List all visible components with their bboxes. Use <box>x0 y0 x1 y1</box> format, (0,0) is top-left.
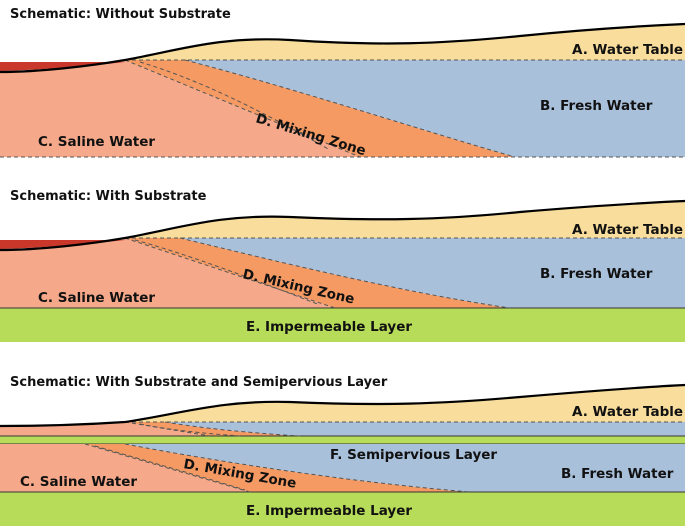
label-fresh-water: B. Fresh Water <box>540 98 653 114</box>
lower-mixing-region <box>85 444 470 492</box>
saline-water-region <box>0 60 360 157</box>
panel-title: Schematic: Without Substrate <box>10 7 231 22</box>
label-saline-water: C. Saline Water <box>38 134 155 150</box>
label-water-table: A. Water Table <box>572 222 683 238</box>
mixing-zone-region <box>125 60 515 157</box>
upper-mixing-region <box>125 422 300 436</box>
label-water-table: A. Water Table <box>572 404 683 420</box>
mixing-inner-boundary <box>139 61 331 151</box>
fresh-water-region <box>185 60 685 157</box>
mixing-upper-boundary <box>124 237 336 309</box>
impermeable-layer <box>0 308 685 342</box>
lower-mixing-boundary-1 <box>84 443 251 493</box>
label-fresh-water: B. Fresh Water <box>540 266 653 282</box>
panel-without-substrate: Schematic: Without Substrate A. Water Ta… <box>0 7 685 159</box>
upper-mixing-boundary-3 <box>139 423 241 437</box>
fresh-water-region <box>180 238 685 308</box>
label-impermeable-layer: E. Impermeable Layer <box>246 503 412 519</box>
panel-with-substrate: Schematic: With Substrate A. Water Table… <box>0 189 685 342</box>
semipervious-layer <box>0 436 685 444</box>
upper-mixing-boundary-2 <box>164 421 301 437</box>
mixing-upper-boundary <box>124 59 361 158</box>
ground-surface <box>0 22 685 74</box>
ground-surface <box>0 199 685 252</box>
label-fresh-water: B. Fresh Water <box>561 466 674 482</box>
lower-saline-region <box>0 444 250 492</box>
label-saline-water: C. Saline Water <box>38 290 155 306</box>
mixing-lower-boundary <box>184 59 516 158</box>
panel-with-semipervious-layer: Schematic: With Substrate and Semipervio… <box>0 375 685 526</box>
label-water-table: A. Water Table <box>572 42 683 58</box>
water-table-region <box>125 24 685 60</box>
upper-fresh-region <box>165 422 685 436</box>
label-semipervious-layer: F. Semipervious Layer <box>330 447 497 463</box>
mixing-zone-region <box>125 238 510 308</box>
ground-surface <box>0 383 685 428</box>
panel-title: Schematic: With Substrate and Semipervio… <box>10 375 388 390</box>
impermeable-layer <box>0 492 685 526</box>
saline-water-region <box>0 238 335 308</box>
label-impermeable-layer: E. Impermeable Layer <box>246 319 412 335</box>
mixing-inner-boundary <box>134 239 321 306</box>
lower-fresh-region <box>125 444 685 492</box>
water-table-region <box>125 385 685 422</box>
panel-title: Schematic: With Substrate <box>10 189 207 204</box>
label-saline-water: C. Saline Water <box>20 474 137 490</box>
